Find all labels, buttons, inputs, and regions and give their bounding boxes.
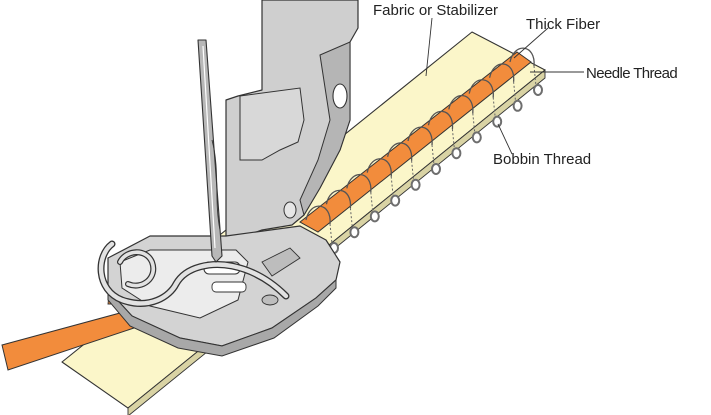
needle-groove	[202, 45, 216, 249]
bobbin-thread-loop	[349, 226, 360, 239]
foot-rivet-icon	[261, 294, 279, 306]
guide-wire-inner	[98, 241, 289, 306]
needle-thread	[305, 47, 537, 245]
needle-thread-wrap	[305, 205, 331, 225]
bobbin-thread-loop	[451, 147, 462, 160]
bobbin-thread-loop	[431, 163, 441, 175]
foot-sole-edge	[107, 278, 337, 357]
label-fabric-or-stabilizer: Fabric or Stabilizer	[373, 2, 498, 19]
bobbin-thread-loop	[512, 99, 523, 112]
bobbin-thread-loop	[471, 131, 482, 144]
needle-thread-wrap	[488, 63, 515, 82]
needle-thread-drop	[370, 192, 374, 213]
needle-shaft	[197, 39, 223, 263]
needle-thread-wrap	[386, 142, 413, 161]
shank-screw-icon	[283, 201, 297, 219]
fiber-guide-wire	[97, 240, 290, 307]
needle-thread-wrap	[366, 158, 392, 177]
needle-thread-drop	[349, 208, 353, 229]
bobbin-thread-loop	[369, 210, 380, 223]
fiber-band-right	[299, 51, 532, 233]
leader-bobbin-thread	[497, 123, 513, 155]
needle-thread-drop	[472, 113, 476, 134]
needle-thread-wrap	[325, 189, 352, 209]
needle-slot-lower	[211, 281, 247, 293]
needle-thread-wrap	[448, 94, 474, 114]
bobbin-thread-loop	[492, 115, 503, 128]
needle-thread-drop	[451, 129, 455, 150]
leader-lines	[425, 17, 584, 155]
bobbin-thread-loop	[533, 84, 543, 96]
presser-foot	[107, 0, 359, 357]
foot-front-plate	[239, 87, 305, 161]
needle-thread-drop	[329, 223, 333, 245]
needle-thread-wrap	[468, 79, 494, 98]
needle-thread-wrap	[427, 110, 454, 130]
label-bobbin-thread: Bobbin Thread	[493, 151, 591, 168]
needle-thread-drop	[492, 97, 496, 118]
needle-thread-drop	[411, 160, 415, 181]
needle-thread-drop	[533, 65, 537, 87]
leader-fiber	[513, 27, 549, 59]
guide-wire-loop-inner	[118, 250, 156, 288]
needle-tip-thread	[211, 139, 221, 231]
bobbin-thread-loop	[390, 194, 401, 207]
needle-thread-drop	[513, 81, 517, 102]
label-needle-thread: Needle Thread	[586, 65, 677, 82]
shank-screw-hole-icon	[332, 83, 348, 109]
bobbin-thread	[329, 84, 543, 254]
bobbin-thread-loop	[410, 178, 421, 191]
leader-fabric	[425, 17, 433, 77]
needle-thread-wrap	[346, 173, 372, 193]
needle-thread-wrap	[407, 126, 433, 146]
needle-thread-drop	[431, 144, 435, 166]
label-thick-fiber: Thick Fiber	[526, 16, 600, 33]
needle	[197, 39, 223, 263]
foot-ridge-right	[261, 247, 301, 277]
needle-thread-drop	[390, 176, 394, 197]
